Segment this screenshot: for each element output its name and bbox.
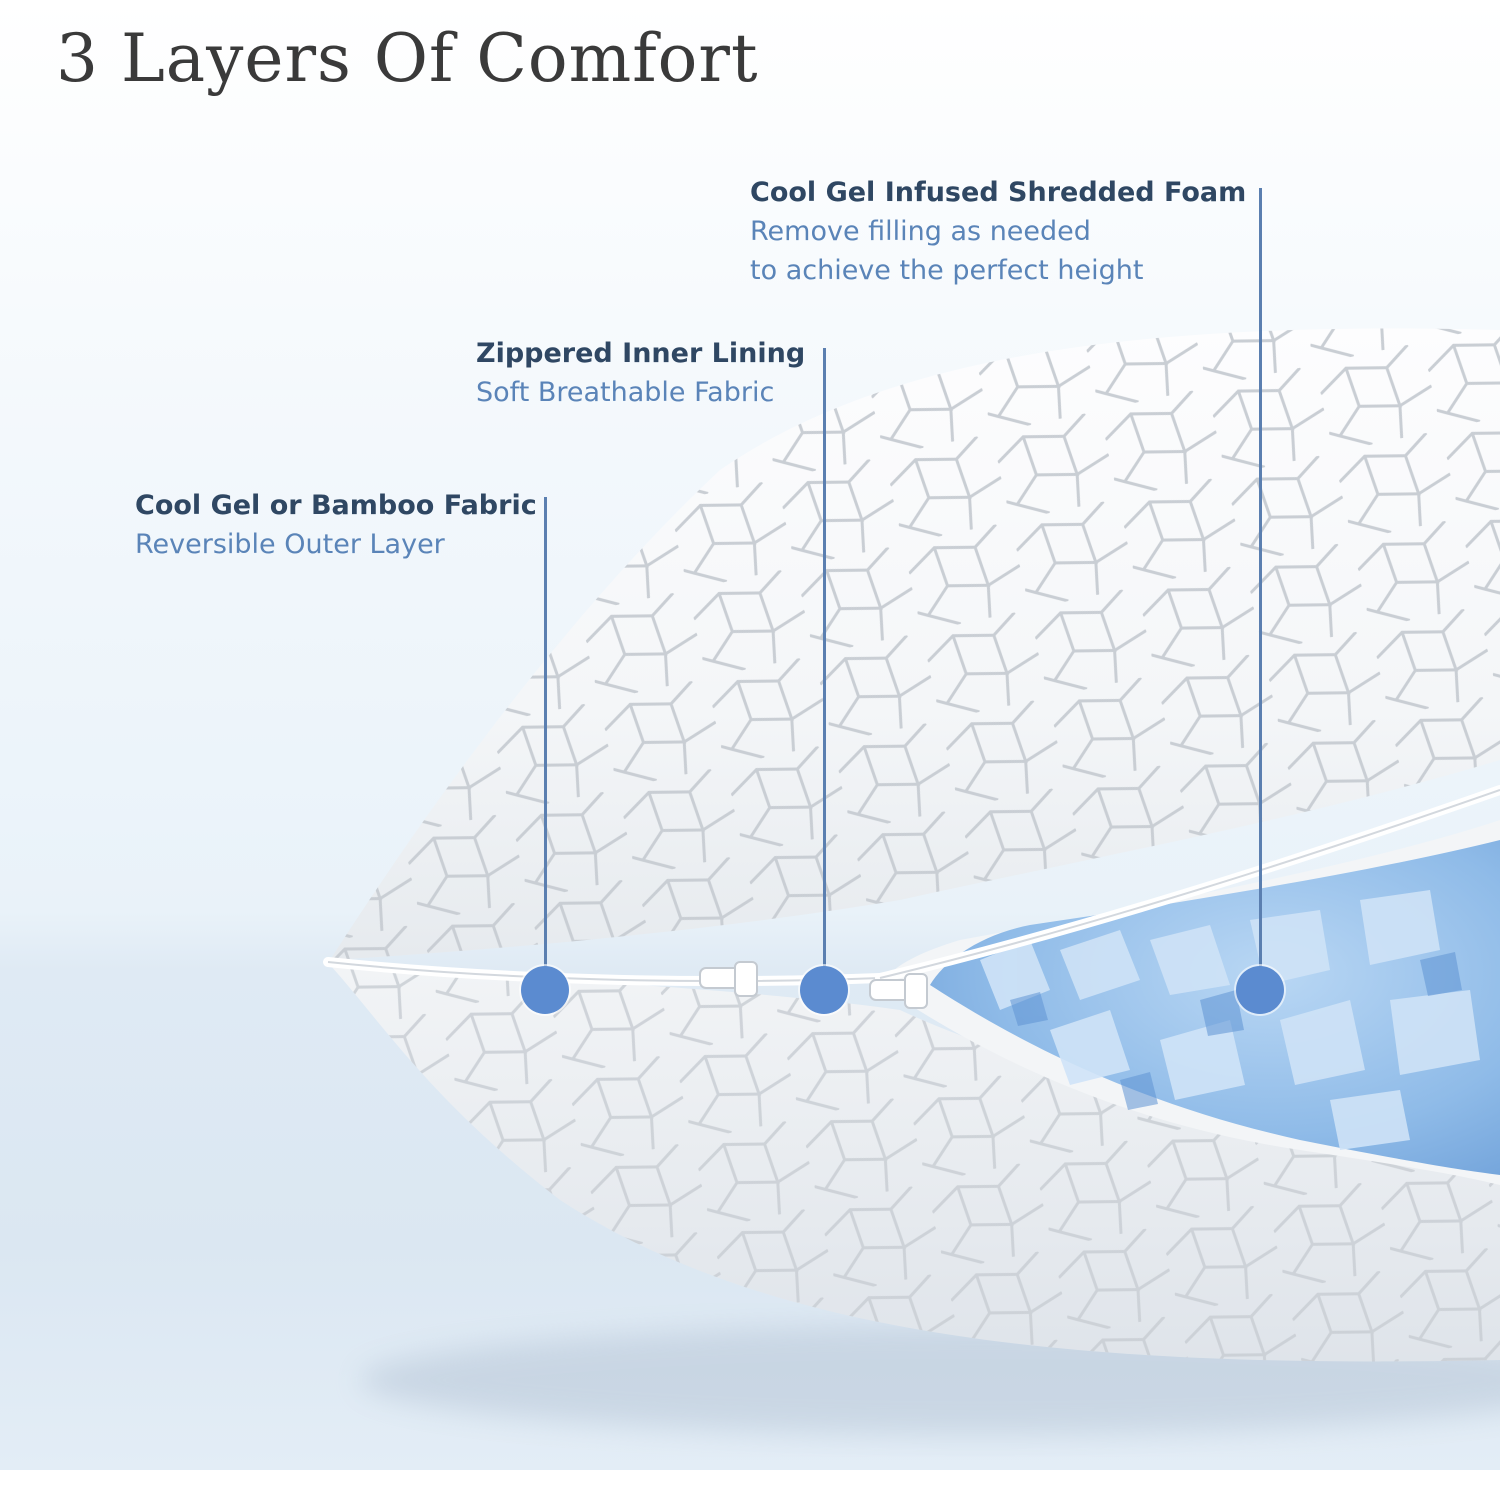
callout-inner-lining: Zippered Inner Lining Soft Breathable Fa… [476,335,805,412]
callout-title: Zippered Inner Lining [476,338,806,369]
callout-outer-fabric: Cool Gel or Bamboo Fabric Reversible Out… [135,487,537,564]
marker-dot-foam [1236,966,1284,1014]
callout-title: Cool Gel or Bamboo Fabric [135,490,537,521]
zipper-pull-inner [869,973,928,1009]
leader-line-outer [544,497,547,967]
callout-description: to achieve the perfect height [750,255,1144,286]
callout-shredded-foam: Cool Gel Infused Shredded Foam Remove fi… [750,174,1246,290]
foam-chunks [980,890,1480,1150]
callout-description: Remove filling as needed [750,216,1091,247]
bottom-border [0,1470,1500,1500]
page-title: 3 Layers Of Comfort [56,20,759,97]
callout-description: Reversible Outer Layer [135,529,445,560]
leader-line-foam [1259,188,1262,968]
marker-dot-lining [800,966,848,1014]
marker-dot-outer [521,966,569,1014]
callout-title: Cool Gel Infused Shredded Foam [750,177,1247,208]
leader-line-lining [823,348,826,968]
callout-description: Soft Breathable Fabric [476,377,775,408]
zipper-pull-outer [699,961,758,997]
